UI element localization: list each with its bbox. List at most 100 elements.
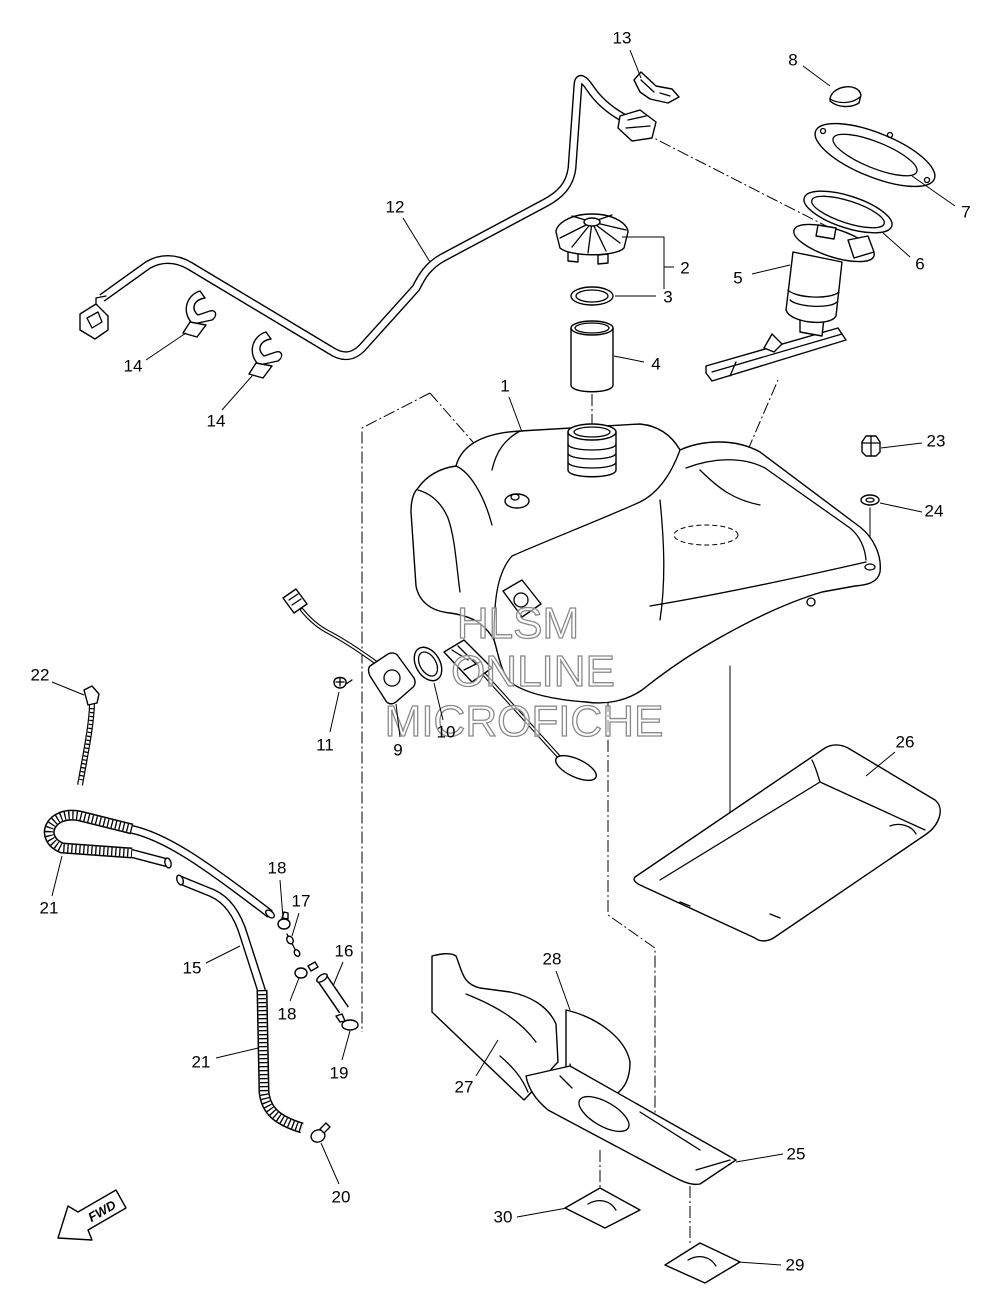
ref-line-drain [361,392,431,1032]
heat-shield-25 [525,1065,737,1186]
leader-16 [332,961,344,987]
clip-19 [341,1019,359,1031]
leader-9 [395,703,401,738]
sleeve-4-inner [574,322,610,334]
plate-7-hole-a [819,127,827,135]
hose-lower-inner [129,850,169,866]
leader-29 [737,1261,782,1266]
clip-18-b [294,967,308,979]
shield-27-folds [465,993,537,1093]
pad-30-detail [587,1199,617,1211]
tank-contours [417,430,867,641]
forward-arrow: FWD [57,1189,127,1241]
sender-gasket-inner [417,651,439,677]
leader-5 [751,264,791,275]
callout-12: 12 [386,198,405,217]
ref-line-shield-25 [607,660,656,1128]
leader-25 [735,1153,784,1163]
tank-filler-neck [567,431,617,478]
hose-16-inner [318,975,348,1013]
callout-28: 28 [543,950,562,969]
callout-9: 9 [393,741,402,760]
callout-18-a: 18 [268,859,287,878]
tank-filler-neck-inner [573,426,611,438]
corrugated-lower-inner [258,989,304,1132]
fuel-hose-pump-connector [617,109,657,142]
hose-upper-end [265,909,275,919]
clip-14-b-body [251,331,283,366]
sender-plate-hole [383,669,401,687]
pad-29-detail [687,1255,717,1267]
clip-18-b-tab [307,961,319,972]
tank-sender-opening [502,579,542,618]
washer [860,494,880,506]
leader-28 [555,970,571,1011]
callout-4: 4 [651,355,660,374]
pump-body [785,251,843,324]
callout-1: 1 [500,377,509,396]
callout-24: 24 [925,502,944,521]
leader-2-bracket [622,236,674,289]
fuel-cap-fins [559,214,627,254]
sender-body-detail [451,645,481,671]
plate-7-hole-b [923,176,931,184]
callout-14-a: 14 [124,357,143,376]
leader-15 [205,945,241,964]
pump-gasket [803,190,893,234]
sender-plate [367,652,416,705]
leader-lines [51,49,956,1266]
callout-29: 29 [786,1256,805,1275]
tank-filler-neck-ribs [567,443,617,469]
fuel-cap-gasket [570,286,614,306]
leader-20 [320,1142,340,1185]
callout-25: 25 [787,1145,806,1164]
tie-strap-teeth [79,707,94,781]
callout-21-a: 21 [40,899,59,918]
leader-11 [329,691,340,733]
callouts: 13 8 7 12 2 6 3 5 14 4 14 1 23 24 22 11 … [31,29,971,1275]
watermark-line-2: ONLINE [451,647,615,696]
leader-23 [880,442,923,449]
fuel-cap [555,213,629,265]
pump-tray [705,327,847,382]
clip-19-ear [335,1013,346,1023]
heat-shield-26 [633,744,941,942]
pump-cap [829,86,862,108]
cap-8-rim [829,96,861,104]
fuel-hose-left-connector-detail [86,295,107,329]
sleeve-4-body [570,327,614,393]
fuel-hose-left-connector [79,303,109,340]
sender-gasket-outer [413,646,443,682]
leader-14-a [145,332,187,361]
pad-30-plate [564,1187,641,1229]
watermark-line-1: HLSM [457,599,579,648]
pump-tray-detail [711,333,843,377]
tank-vent-nipple-hole [510,493,520,501]
forward-arrow-icon [57,1189,127,1241]
pump-body-bands [787,289,840,307]
watermark-line-3: MICROFICHE [385,697,664,746]
tank-vent-nipple [504,493,530,509]
gasket-6-inner [811,195,885,229]
fitting-17-barb [286,935,294,945]
callout-20: 20 [332,1188,351,1207]
sender-wire-inner [301,609,379,665]
callout-23: 23 [927,432,946,451]
pump-pickup [763,333,783,353]
clip-18-a [277,918,291,930]
hose-clip-13 [633,71,680,104]
filler-sleeve [570,320,614,393]
corrugated-loop-ribs [45,811,133,857]
callout-18-b: 18 [278,1005,297,1024]
shield-26-folds [659,759,926,919]
pump-connector [847,235,875,259]
callout-13: 13 [613,29,632,48]
hose-lower-end [164,857,172,869]
fuel-hose-assembly [79,74,657,361]
leader-7 [911,175,956,207]
sender-connector [282,588,308,614]
fuel-tank [410,423,881,704]
hose-clip-14-b [248,331,283,379]
shield-25-hole [578,1095,630,1133]
